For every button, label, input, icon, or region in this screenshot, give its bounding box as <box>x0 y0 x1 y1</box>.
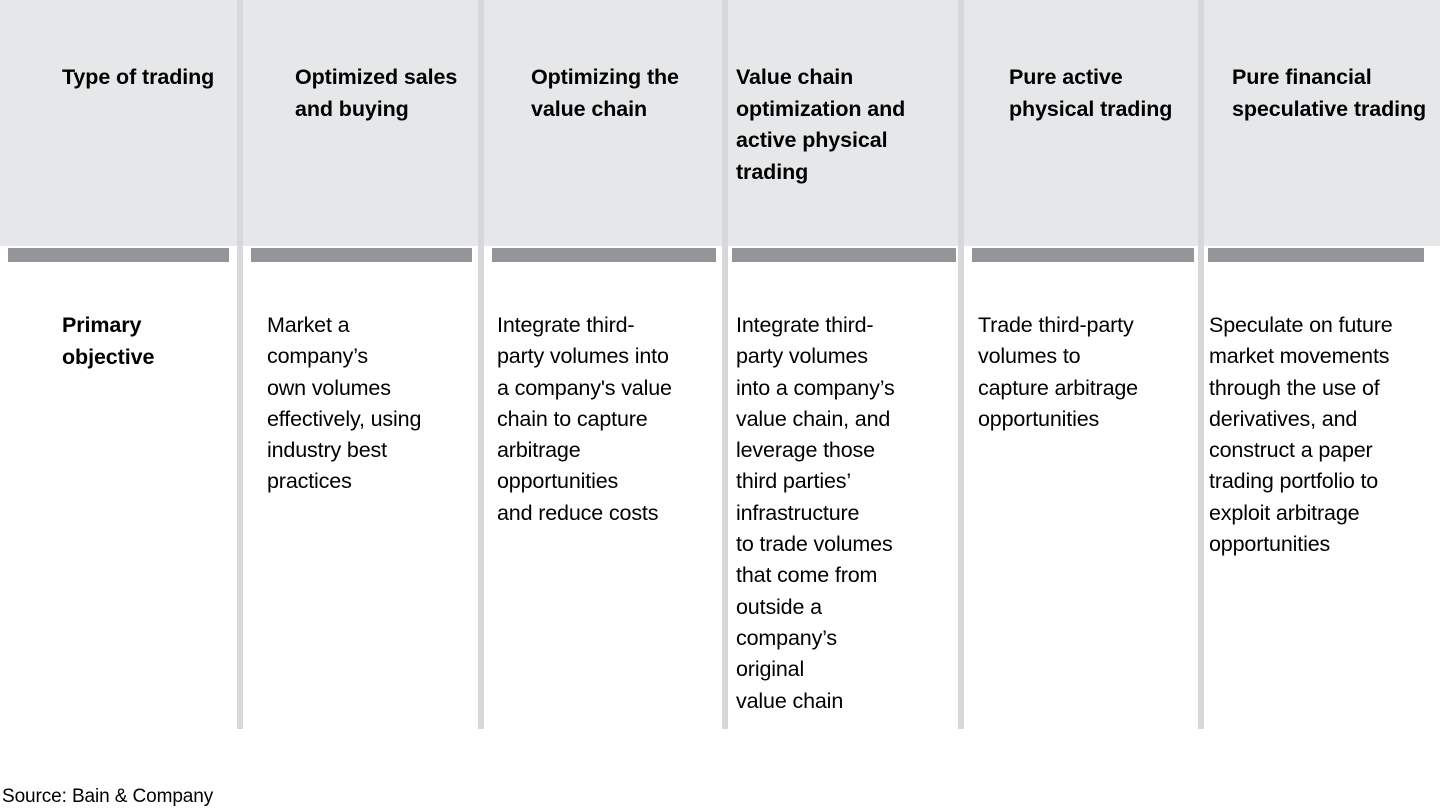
column-divider <box>1198 0 1204 729</box>
column-header-cell: Optimized sales and buying <box>243 0 478 246</box>
column-objective-text: Speculate on future market movements thr… <box>1209 313 1393 557</box>
column-objective-text: Integrate third- party volumes into a co… <box>736 313 895 713</box>
column-accent-bar <box>732 248 956 262</box>
column-header-label: Pure active physical trading <box>1009 65 1173 121</box>
column-header-label: Value chain optimization and active phys… <box>736 65 906 184</box>
column-accent-bar <box>972 248 1194 262</box>
column-divider <box>237 0 243 729</box>
column-accent-bar <box>251 248 472 262</box>
row-label-primary-objective: Primary objective <box>62 313 155 369</box>
column-divider <box>958 0 964 729</box>
matrix-column-optimizing-the-value-chain: Optimizing the value chain Integrate thi… <box>484 0 722 729</box>
column-divider <box>722 0 728 729</box>
column-accent-bar <box>1208 248 1424 262</box>
column-divider <box>478 0 484 729</box>
column-accent-bar <box>492 248 716 262</box>
column-header-label: Pure financial speculative trading <box>1232 65 1427 121</box>
column-header-cell: Optimizing the value chain <box>484 0 722 246</box>
matrix-column-pure-financial-speculative-trading: Pure financial speculative trading Specu… <box>1204 0 1440 729</box>
column-objective-text: Integrate third- party volumes into a co… <box>497 313 672 525</box>
column-objective-text: Market a company’s own volumes effective… <box>267 313 422 494</box>
matrix-column-value-chain-optimization-and-active-physical-trading: Value chain optimization and active phys… <box>728 0 958 729</box>
column-header-cell: Value chain optimization and active phys… <box>728 0 958 246</box>
column-objective-text: Trade third-party volumes to capture arb… <box>978 313 1138 431</box>
column-header-cell: Pure financial speculative trading <box>1204 0 1440 246</box>
column-accent-bar <box>8 248 229 262</box>
matrix-column-optimized-sales-and-buying: Optimized sales and buying Market a comp… <box>243 0 478 729</box>
column-header-cell: Pure active physical trading <box>964 0 1198 246</box>
matrix-column-type-of-trading: Type of trading Primary objective <box>0 0 237 729</box>
matrix-column-pure-active-physical-trading: Pure active physical trading Trade third… <box>964 0 1198 729</box>
column-header-label: Optimizing the value chain <box>531 65 679 121</box>
source-note: Source: Bain & Company <box>2 786 214 807</box>
column-header-cell: Type of trading <box>0 0 237 246</box>
column-header-label: Type of trading <box>62 65 215 89</box>
column-header-label: Optimized sales and buying <box>295 65 458 121</box>
